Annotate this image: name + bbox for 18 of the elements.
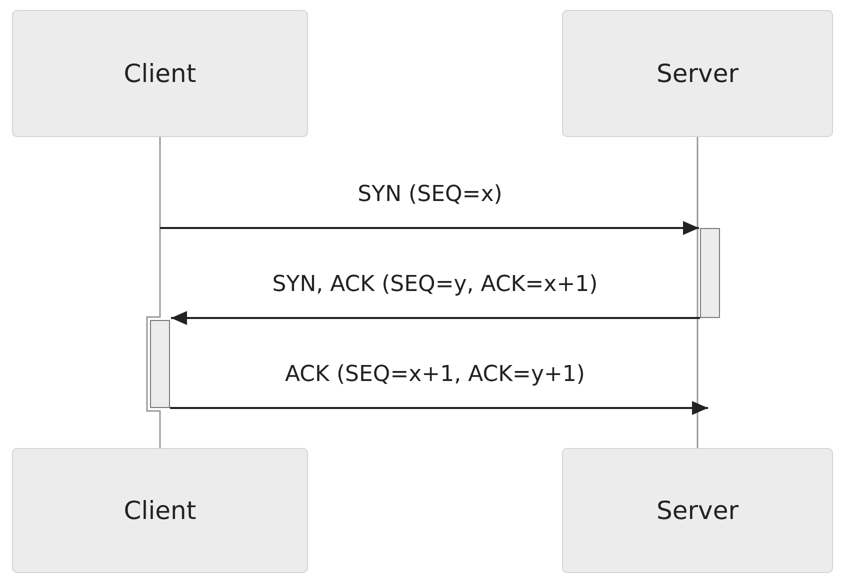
activation-bar xyxy=(700,228,720,318)
participant-box xyxy=(12,448,308,573)
participant-name: Server xyxy=(656,496,738,525)
message-arrow xyxy=(170,401,708,415)
participant-name: Client xyxy=(124,496,196,525)
participant-name: Client xyxy=(124,59,196,88)
lifeline xyxy=(146,137,161,448)
message-arrow xyxy=(171,311,700,325)
lifeline xyxy=(696,137,698,448)
participant-box xyxy=(562,10,833,137)
activation-bar xyxy=(150,320,170,408)
participant-box xyxy=(12,10,308,137)
participant-box xyxy=(562,448,833,573)
participant-name: Server xyxy=(656,59,738,88)
edge-label: SYN, ACK (SEQ=y, ACK=x+1) xyxy=(272,272,598,297)
message-arrow xyxy=(160,221,699,235)
edge-label: SYN (SEQ=x) xyxy=(358,182,502,207)
edge-label: ACK (SEQ=x+1, ACK=y+1) xyxy=(285,362,585,387)
